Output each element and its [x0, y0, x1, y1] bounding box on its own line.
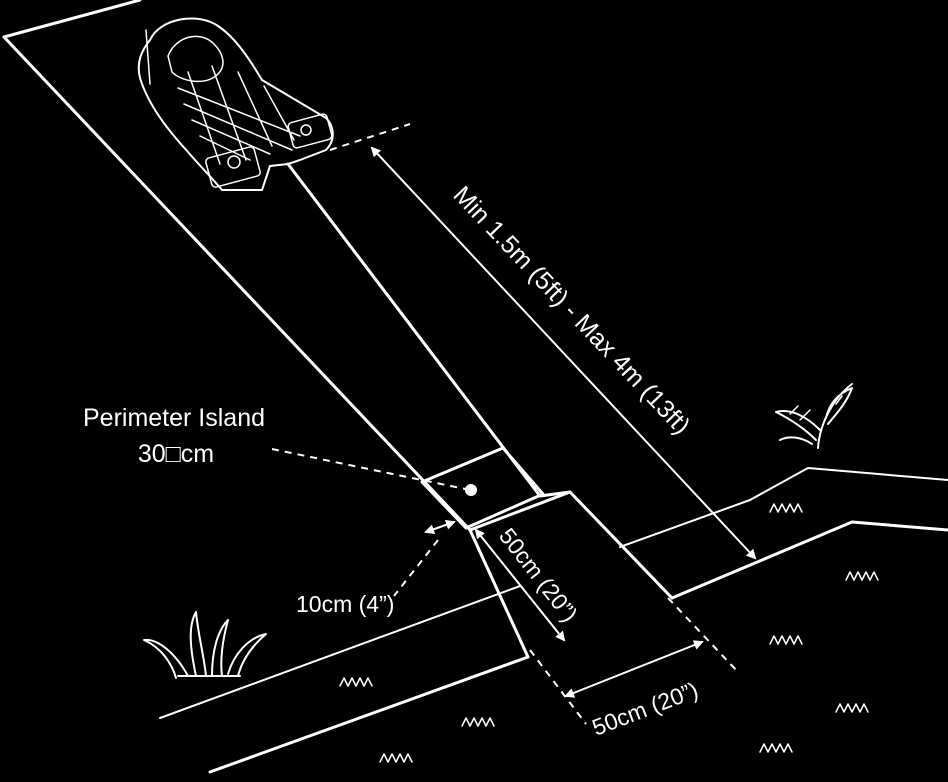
grass-tick-icon — [339, 503, 879, 763]
plant-icon — [775, 383, 853, 449]
robotic-mower-icon — [137, 17, 334, 191]
grass-tuft-icon — [143, 611, 267, 679]
width-label: 50cm (20”) — [588, 677, 701, 741]
lawn-edge-lines — [159, 467, 948, 774]
corridor-length-label: Min 1.5m (5ft) - Max 4m (13ft) — [448, 181, 696, 440]
perimeter-island-label: Perimeter Island — [83, 404, 265, 432]
perimeter-island — [420, 446, 545, 530]
island-depth-dimension — [474, 528, 566, 642]
perimeter-island-size-label: 30□cm — [138, 440, 214, 468]
island-width-dimension — [529, 597, 739, 725]
gap-dimension — [393, 519, 456, 597]
gap-label: 10cm (4”) — [296, 591, 394, 617]
perimeter-island-leader — [271, 448, 471, 491]
corridor-length-dimension — [329, 123, 757, 560]
